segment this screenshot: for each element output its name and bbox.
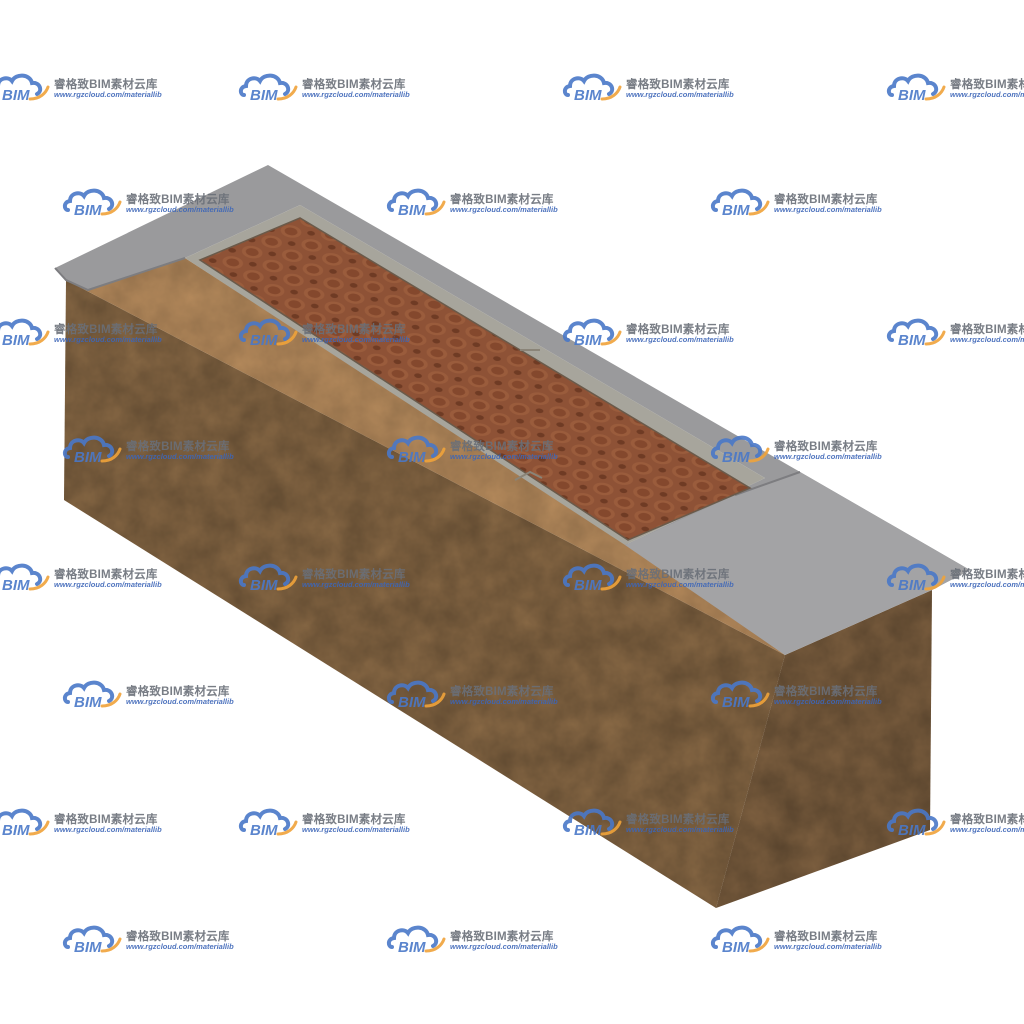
coping-end-slab (625, 472, 970, 655)
soil-front-face (64, 280, 785, 908)
soil-end-face (716, 590, 932, 908)
brick-paving (200, 218, 750, 540)
coping-joint (734, 471, 801, 496)
inner-step (514, 470, 543, 481)
coping-edge (54, 257, 186, 292)
